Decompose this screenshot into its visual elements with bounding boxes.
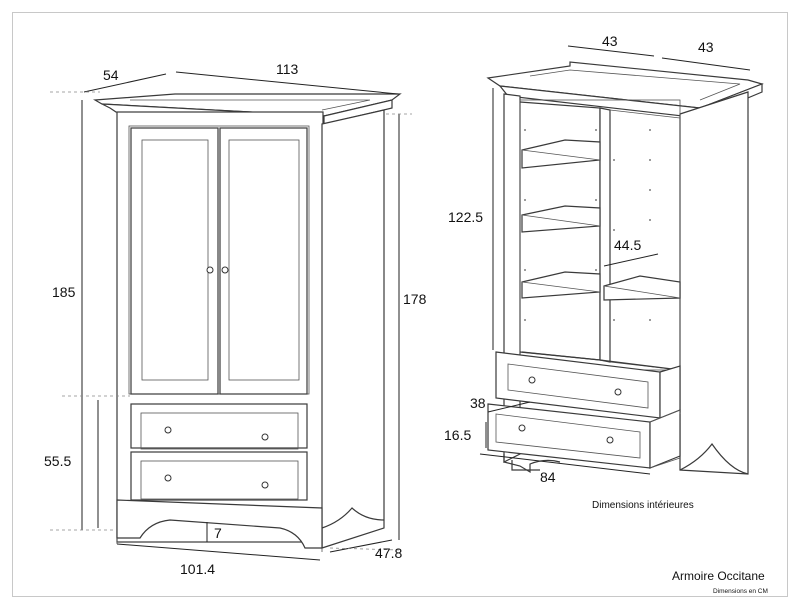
product-title: Armoire Occitane (672, 569, 765, 583)
drawer-knob (164, 474, 172, 482)
interior-dimensions (479, 45, 751, 475)
drawer-knob (606, 436, 614, 444)
interior-armoire-drawing (486, 61, 764, 475)
door-knob-left (206, 266, 214, 274)
dim-height-interior: 122.5 (448, 209, 483, 225)
drawer-knob (164, 426, 172, 434)
drawer-knob (528, 376, 536, 384)
dim-height-total: 185 (52, 284, 76, 300)
dim-drawer-height: 16.5 (444, 427, 471, 443)
drawer-knob (261, 481, 269, 489)
door-knob-right (221, 266, 229, 274)
dim-depth-top: 54 (103, 67, 119, 83)
dim-depth-shelf: 44.5 (614, 237, 641, 253)
dim-width-bottom: 101.4 (180, 561, 215, 577)
dim-width-top: 113 (276, 61, 299, 77)
front-armoire-drawing (93, 93, 402, 552)
front-dimensions (50, 71, 412, 561)
dim-drawer-width: 84 (540, 469, 556, 485)
dim-foot-height: 7 (214, 525, 222, 541)
drawer-knob (614, 388, 622, 396)
dim-height-drawers: 55.5 (44, 453, 71, 469)
diagram-frame (12, 12, 788, 597)
drawer-knob (518, 424, 526, 432)
dim-drawer-depth: 38 (470, 395, 486, 411)
units-note: Dimensions en CM (713, 588, 768, 595)
dim-depth-bottom: 47.8 (375, 545, 402, 561)
interior-caption: Dimensions intérieures (592, 500, 694, 511)
drawer-knob (261, 433, 269, 441)
dim-width-left: 43 (602, 33, 618, 49)
dim-height-body: 178 (403, 291, 427, 307)
dim-width-right: 43 (698, 39, 714, 55)
